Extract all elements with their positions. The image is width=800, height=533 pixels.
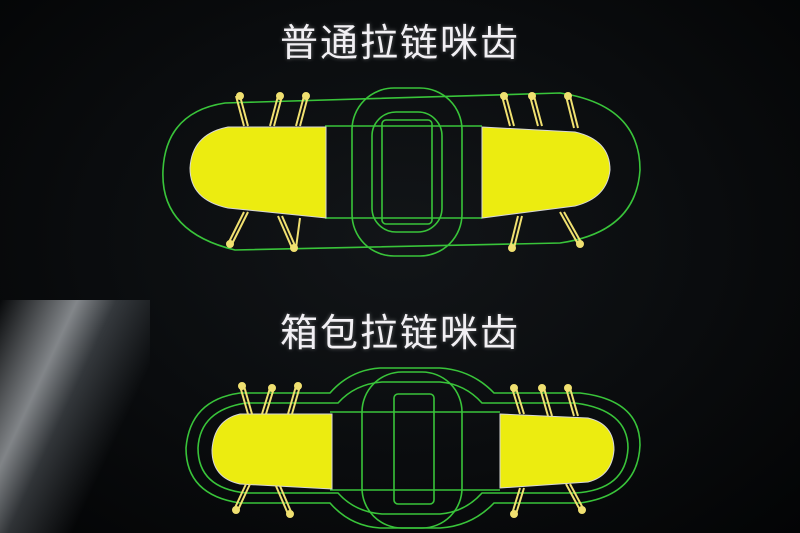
bag-center-outer-rect	[361, 371, 463, 529]
regular-center-outer-rect	[351, 87, 463, 257]
regular-pins	[226, 92, 584, 252]
bag-center-core-rect	[393, 393, 435, 505]
regular-center-core-rect	[381, 119, 433, 225]
regular-outer-outline	[162, 92, 641, 251]
bag-left-pad	[211, 413, 333, 490]
title-regular-zipper-teeth: 普通拉链咪齿	[279, 21, 520, 65]
title-bag-zipper-teeth: 箱包拉链咪齿	[279, 311, 520, 355]
regular-left-pad	[189, 126, 327, 219]
regular-right-pad	[481, 126, 611, 219]
bag-center-body-lines	[330, 411, 500, 491]
bag-right-pad	[499, 413, 615, 489]
regular-center-body-lines	[325, 125, 482, 219]
bag-pins	[232, 382, 586, 518]
regular-tooth-diagram	[162, 87, 641, 257]
regular-center-inner-rect	[371, 111, 443, 233]
